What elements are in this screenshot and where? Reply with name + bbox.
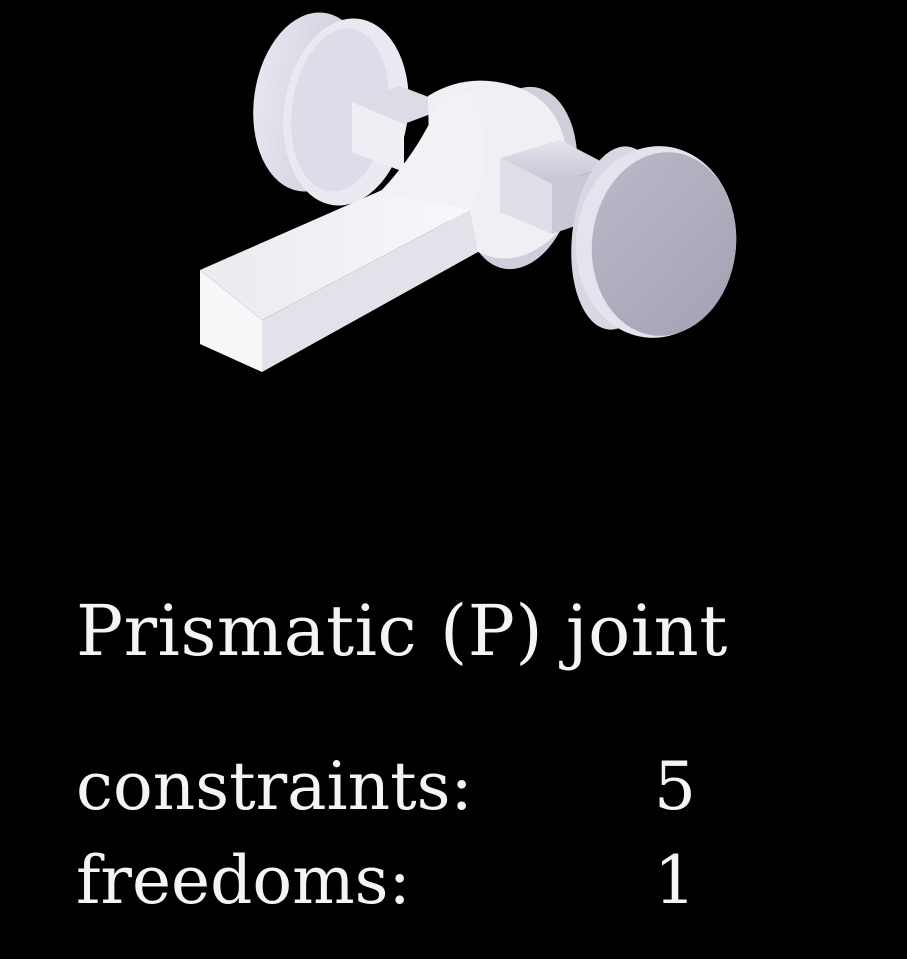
constraints-value: 5 — [654, 748, 696, 825]
prismatic-joint-model — [200, 12, 737, 372]
constraints-label: constraints: — [76, 748, 473, 825]
right-end-cap — [571, 146, 737, 338]
freedoms-label: freedoms: — [76, 842, 411, 919]
slider-block — [200, 80, 578, 372]
rod-left-segment — [352, 86, 452, 172]
joint-title: Prismatic (P) joint — [76, 590, 728, 672]
freedoms-value: 1 — [654, 842, 696, 919]
